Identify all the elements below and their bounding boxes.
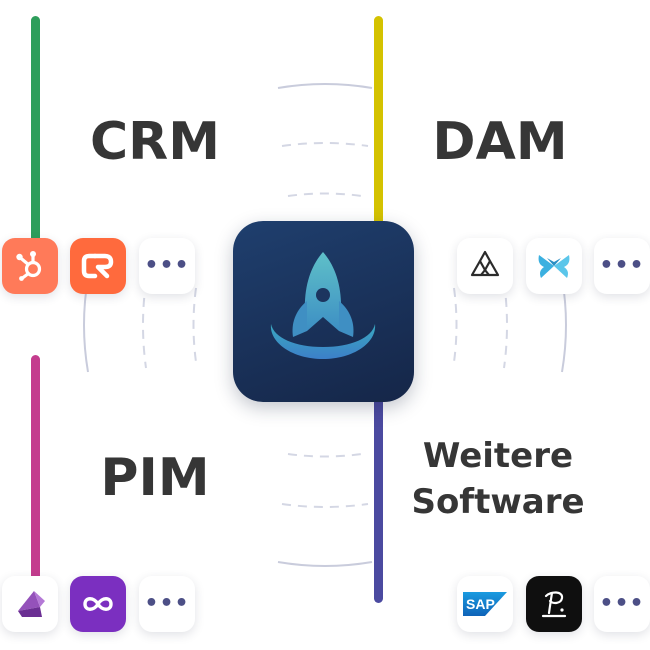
- pim-accent-bar: [31, 355, 40, 595]
- butterfly-app-icon: [538, 255, 570, 278]
- more-software-heading-line2: Software: [411, 481, 585, 522]
- more-icon: •••: [144, 253, 190, 278]
- sap-logo-text: SAP: [466, 596, 495, 612]
- more-software-heading: Weitere Software: [392, 434, 604, 526]
- dam-accent-bar: [374, 16, 383, 230]
- pim-heading: PIM: [100, 448, 210, 508]
- hubspot-icon: [16, 251, 42, 281]
- celum-icon: [470, 250, 500, 277]
- celum-tile[interactable]: [457, 238, 513, 294]
- more-software-more-tile[interactable]: •••: [594, 576, 650, 632]
- more-icon: •••: [144, 591, 190, 616]
- p-signature-app-icon: [541, 591, 567, 618]
- crm-heading: CRM: [90, 112, 220, 172]
- akeneo-icon: [18, 591, 45, 617]
- pim-more-tile[interactable]: •••: [139, 576, 195, 632]
- more-software-heading-line1: Weitere: [422, 436, 574, 476]
- crm-more-tile[interactable]: •••: [139, 238, 195, 294]
- hubspot-tile[interactable]: [2, 238, 58, 294]
- sap-icon: SAP: [463, 592, 507, 616]
- dam-more-tile[interactable]: •••: [594, 238, 650, 294]
- more-icon: •••: [599, 253, 645, 278]
- rocket-icon: [270, 252, 376, 359]
- p-signature-app-tile[interactable]: [526, 576, 582, 632]
- butterfly-app-tile[interactable]: [526, 238, 582, 294]
- crm-accent-bar: [31, 16, 40, 246]
- infinity-app-icon: [83, 597, 113, 611]
- sap-tile[interactable]: SAP: [457, 576, 513, 632]
- more-icon: •••: [599, 591, 645, 616]
- central-hub: [233, 221, 414, 402]
- cr-app-tile[interactable]: [70, 238, 126, 294]
- akeneo-tile[interactable]: [2, 576, 58, 632]
- dam-heading: DAM: [432, 112, 568, 172]
- more-software-accent-bar: [374, 398, 383, 603]
- cr-app-icon: [81, 253, 114, 279]
- infinity-app-tile[interactable]: [70, 576, 126, 632]
